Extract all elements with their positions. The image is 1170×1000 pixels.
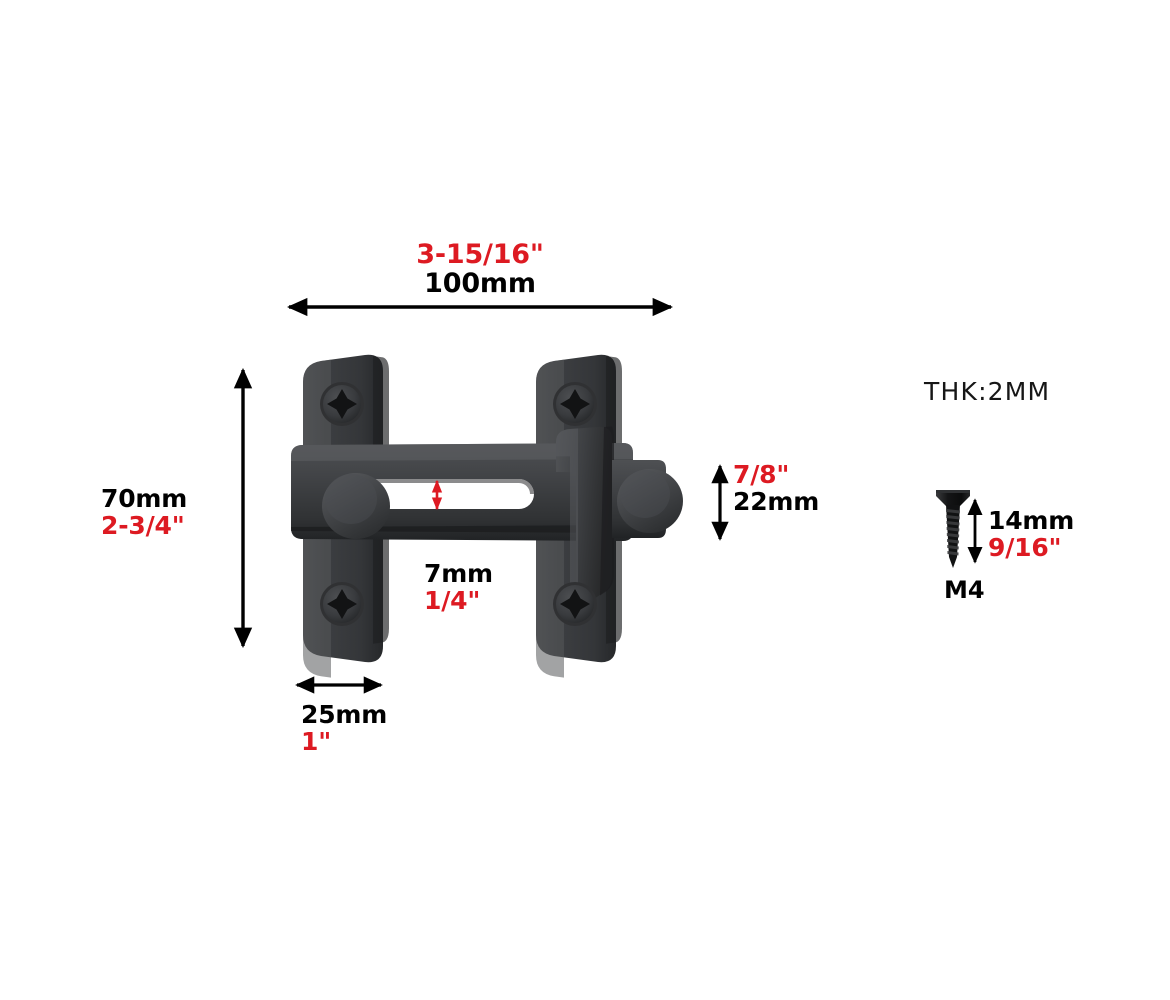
wood-screw-illustration [936, 490, 970, 568]
slot-height-mm-value: 7mm [424, 559, 493, 588]
screw-length-mm-value: 14mm [988, 506, 1075, 535]
width-inch-value: 3-15/16" [416, 239, 544, 270]
screw-head-right-bottom [553, 582, 597, 626]
bar-height-inch-value: 7/8" [733, 460, 790, 489]
latch-hook-catch [556, 426, 614, 608]
bar-height-mm-value: 22mm [733, 486, 820, 516]
width-dimension-label: 3-15/16" 100mm [330, 239, 630, 299]
screw-head-right-top [553, 382, 597, 426]
plate-width-inch-value: 1" [301, 726, 332, 756]
left-pivot-knob [322, 473, 390, 539]
height-dimension-label: 70mm 2-3/4" [101, 484, 231, 540]
bar-height-dimension-label: 7/8" 22mm [733, 460, 863, 516]
screw-length-dimension-label: 14mm 9/16" [988, 506, 1118, 562]
screw-head-left-bottom [320, 582, 364, 626]
latch-slot [358, 479, 534, 509]
plate-width-dimension-label: 25mm 1" [301, 700, 441, 756]
width-mm-value: 100mm [424, 267, 536, 299]
thickness-label: THK:2MM [924, 377, 1051, 406]
screw-size-label: M4 [944, 576, 985, 604]
screw-length-inch-value: 9/16" [988, 532, 1062, 562]
slot-height-dimension-label: 7mm 1/4" [424, 559, 544, 615]
height-inch-value: 2-3/4" [101, 510, 185, 540]
height-mm-value: 70mm [101, 484, 188, 513]
plate-width-mm-value: 25mm [301, 700, 388, 729]
slot-height-inch-value: 1/4" [424, 585, 481, 615]
right-end-knob [612, 460, 683, 538]
screw-head-left-top [320, 382, 364, 426]
